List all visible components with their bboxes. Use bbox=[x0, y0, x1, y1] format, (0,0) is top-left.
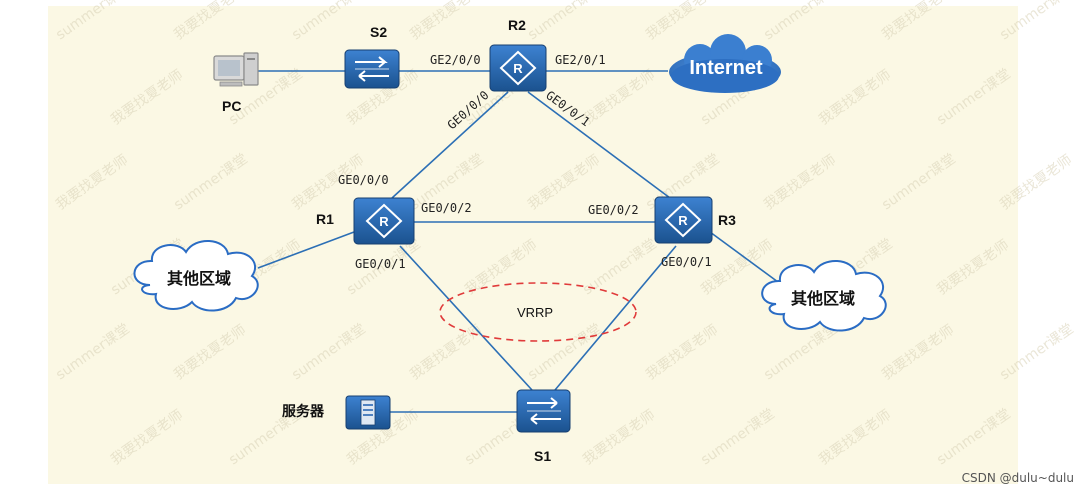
link-r1-other bbox=[257, 231, 355, 269]
cloud-icon bbox=[133, 239, 259, 312]
internet-label: Internet bbox=[689, 57, 763, 79]
if-r1-r3: GE0/0/2 bbox=[421, 201, 472, 215]
vrrp-label: VRRP bbox=[517, 305, 553, 320]
credit-text: CSDN @dulu~dulu bbox=[961, 471, 1074, 485]
r1-label: R1 bbox=[316, 211, 334, 227]
if-r1-s1: GE0/0/1 bbox=[355, 257, 406, 271]
other-area-cloud-left: 其他区域 bbox=[133, 239, 259, 312]
svg-text:R: R bbox=[379, 214, 389, 229]
link-r3-other bbox=[709, 231, 779, 283]
router-r1: R R1 bbox=[316, 197, 415, 245]
r3-label: R3 bbox=[718, 212, 736, 228]
if-r3-s1: GE0/0/1 bbox=[661, 255, 712, 269]
other-area-right-label: 其他区域 bbox=[791, 289, 855, 308]
other-area-left-label: 其他区域 bbox=[167, 269, 231, 288]
router-icon: R bbox=[353, 197, 415, 245]
switch-s2: S2 bbox=[344, 24, 400, 89]
s2-label: S2 bbox=[370, 24, 387, 40]
server-node: 服务器 bbox=[282, 395, 391, 430]
router-icon: R bbox=[489, 44, 547, 92]
pc-label: PC bbox=[222, 98, 241, 114]
switch-icon bbox=[516, 389, 571, 433]
router-icon: R bbox=[654, 196, 713, 244]
cloud-icon bbox=[669, 34, 781, 93]
server-icon bbox=[345, 395, 391, 430]
internet-cloud: Internet bbox=[669, 34, 781, 93]
link-r1-s1 bbox=[399, 245, 533, 391]
link-r2-r1 bbox=[391, 91, 509, 199]
if-r1-r2: GE0/0/0 bbox=[338, 173, 389, 187]
if-r2-internet: GE2/0/1 bbox=[555, 53, 606, 67]
if-r3-r1: GE0/0/2 bbox=[588, 203, 639, 217]
vrrp-group-ellipse bbox=[439, 282, 637, 342]
cloud-icon bbox=[761, 259, 887, 332]
link-r2-r3 bbox=[527, 91, 671, 199]
links bbox=[257, 70, 779, 413]
router-r3: R R3 bbox=[654, 196, 736, 244]
other-area-cloud-right: 其他区域 bbox=[761, 259, 887, 332]
switch-icon bbox=[344, 49, 400, 89]
pc-icon bbox=[213, 52, 259, 87]
pc-node: PC bbox=[213, 52, 259, 114]
link-r3-s1 bbox=[554, 245, 677, 391]
svg-text:R: R bbox=[678, 213, 688, 228]
s1-label: S1 bbox=[534, 448, 551, 464]
switch-s1: S1 bbox=[516, 389, 571, 464]
if-r2-s2: GE2/0/0 bbox=[430, 53, 481, 67]
r2-label: R2 bbox=[508, 17, 526, 33]
router-r2: R R2 bbox=[489, 17, 547, 92]
server-label: 服务器 bbox=[282, 403, 325, 419]
svg-text:R: R bbox=[513, 61, 523, 76]
